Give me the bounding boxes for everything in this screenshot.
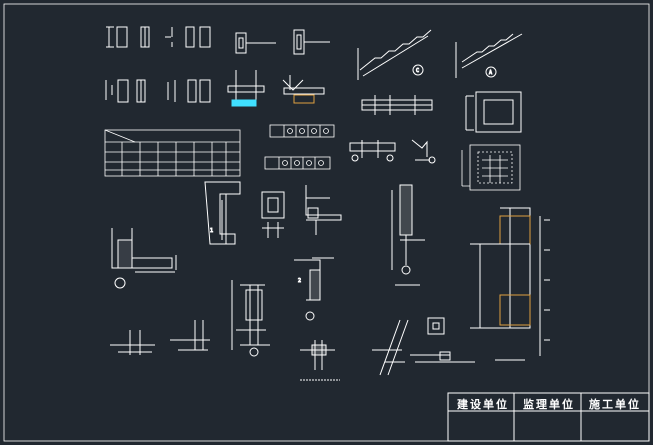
stair-elevation [372, 317, 475, 376]
title-cell-supervisor: 监理单位 [523, 397, 575, 411]
window-details-row2 [105, 79, 211, 103]
title-cell-contractor: 施工单位 [589, 397, 641, 411]
column-detail-b [261, 191, 285, 238]
wall-section-vertical [231, 280, 270, 357]
schedule-table-large [104, 129, 241, 177]
column-section-icons [235, 29, 330, 55]
stair-section-left: C [357, 29, 432, 80]
stair-section-right: A [455, 33, 523, 78]
beam-support-detail [349, 139, 436, 164]
footing-details [227, 70, 325, 107]
beam-detail [361, 95, 433, 115]
mark-1: 1 [210, 228, 213, 234]
stairwell-plan [465, 91, 522, 133]
stair-c-label: C [416, 68, 419, 74]
mark-2: 2 [298, 278, 301, 284]
building-section [470, 207, 550, 361]
schedule-table-small-1 [269, 124, 335, 138]
wall-section-a: 1 [204, 181, 241, 245]
foundation-detail [300, 340, 340, 381]
floor-plan-hatched [461, 144, 521, 191]
window-details-top [106, 26, 211, 48]
title-block: 建设单位 监理单位 施工单位 [447, 392, 650, 442]
wall-section-c [305, 185, 342, 235]
title-cell-owner: 建设单位 [457, 397, 509, 411]
joint-detail-1 [110, 330, 155, 355]
drawing-frame [3, 3, 650, 442]
joint-detail-2 [170, 320, 210, 351]
schedule-table-small-2 [264, 156, 331, 170]
stair-a-label: A [489, 70, 492, 76]
lintel-detail: 2 [294, 257, 334, 321]
column-elevation [391, 184, 425, 286]
slab-detail [111, 228, 177, 289]
